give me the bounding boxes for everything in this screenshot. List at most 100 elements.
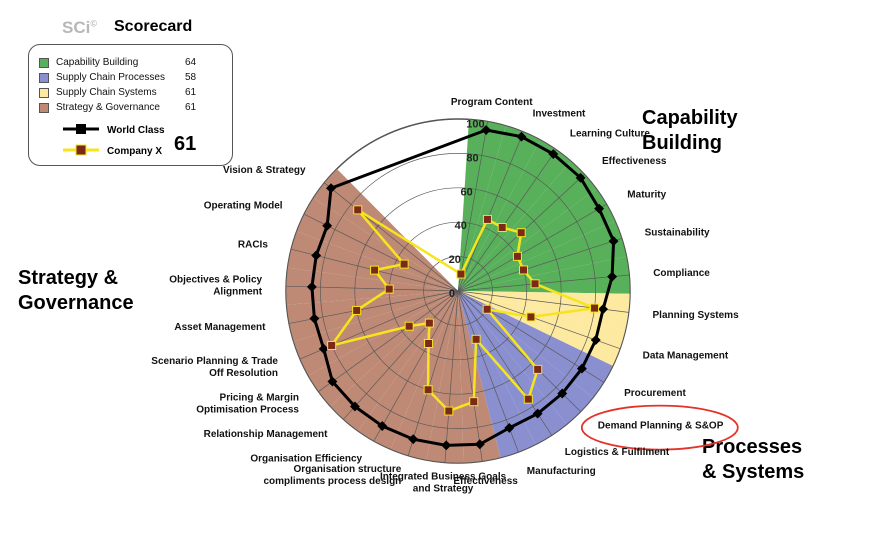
world-class-point-13 — [504, 422, 515, 433]
page-title: Scorecard — [114, 18, 193, 35]
company-x-point-13 — [471, 334, 481, 344]
grid-ring-100 — [285, 118, 631, 464]
axis-label-10: Procurement — [624, 388, 686, 399]
company-x-point-6 — [519, 265, 529, 275]
brand-text: SCi — [62, 18, 91, 37]
legend-key-world-class — [63, 124, 99, 134]
legend-swatch — [39, 103, 49, 113]
world-class-point-22 — [306, 281, 317, 292]
section-line: Strategy & — [18, 267, 119, 289]
section-label-processes: Processes & Systems — [702, 435, 804, 485]
world-class-point-3 — [548, 149, 559, 159]
sector-14 — [458, 291, 501, 463]
spoke-15 — [444, 290, 459, 463]
axis-label-5: Maturity — [627, 189, 666, 200]
world-class-point-14 — [474, 439, 485, 450]
section-label-capability: Capability Building — [642, 106, 738, 156]
sector-1 — [458, 119, 506, 291]
legend-value: 61 — [185, 102, 197, 113]
world-class-point-1 — [481, 125, 492, 135]
legend-label: Strategy & Governance — [56, 102, 160, 113]
company-x-point-23 — [370, 265, 380, 275]
company-x-point-12 — [523, 394, 533, 404]
world-class-line — [310, 128, 616, 447]
sector-10 — [458, 291, 613, 398]
sector-24 — [296, 197, 458, 291]
axis-label-1: Program Content — [451, 97, 533, 108]
world-class-point-21 — [309, 313, 320, 324]
radial-tick-0: 0 — [449, 288, 455, 300]
brand-logo: SCi© — [62, 18, 97, 38]
legend-series-keys — [63, 124, 99, 156]
legend-swatch — [39, 88, 49, 98]
axis-label-2: Investment — [533, 108, 586, 119]
spoke-6 — [457, 238, 622, 292]
sector-22 — [286, 267, 458, 305]
company-x-point-1 — [456, 269, 466, 279]
sector-16 — [390, 291, 458, 461]
world-class-point-9 — [590, 335, 601, 345]
legend-swatch — [39, 58, 49, 68]
axis-label-13: Manufacturing — [527, 466, 596, 477]
section-line: Governance — [18, 292, 134, 314]
company-x-point-24 — [399, 259, 409, 269]
company-x-point-10 — [482, 304, 492, 314]
spoke-7 — [457, 274, 630, 292]
radial-tick-80: 80 — [466, 152, 478, 164]
company-x-point-2 — [482, 214, 492, 224]
company-x-point-16 — [423, 385, 433, 395]
legend-label: Supply Chain Processes — [56, 72, 165, 83]
company-x-point-5 — [512, 251, 522, 261]
world-class-point-24 — [322, 220, 333, 231]
axis-label-8: Planning Systems — [653, 310, 740, 321]
sector-15 — [426, 291, 464, 464]
overall-score: 61 — [174, 133, 197, 155]
company-x-point-3 — [497, 222, 507, 232]
section-label-strategy: Strategy & Governance — [18, 266, 134, 316]
company-x-point-17 — [424, 339, 434, 349]
legend-company-label: Company X — [107, 146, 163, 157]
company-x-point-22 — [384, 284, 394, 294]
world-class-point-19 — [327, 376, 338, 387]
sector-7 — [458, 256, 630, 294]
sector-8 — [458, 291, 630, 331]
legend-swatch — [39, 73, 49, 83]
axis-label-21: Asset Management — [174, 322, 266, 333]
radial-tick-20: 20 — [449, 254, 461, 266]
sector-21 — [286, 291, 458, 342]
axis-label-14: Effectiveness — [453, 476, 518, 487]
world-class-point-6 — [608, 236, 619, 247]
spoke-2 — [457, 131, 524, 292]
world-class-point-20 — [318, 343, 329, 354]
company-x-point-15 — [444, 406, 454, 416]
axis-label-11: Demand Planning & S&OP — [598, 421, 724, 432]
company-x-point-18 — [424, 318, 434, 328]
axis-label-3: Learning Culture — [570, 128, 650, 139]
axis-label-7: Compliance — [653, 268, 710, 279]
world-class-point-18 — [349, 401, 360, 412]
sector-17 — [358, 291, 458, 450]
sector-19 — [308, 291, 458, 407]
axis-label-17: Organisation Efficiency — [250, 454, 362, 465]
company-x-point-9 — [526, 312, 536, 322]
legend-value: 61 — [185, 87, 197, 98]
section-line: Processes — [702, 436, 803, 458]
legend-value: 64 — [185, 57, 197, 68]
world-class-point-10 — [576, 363, 587, 374]
sector-23 — [287, 231, 458, 291]
world-class-point-16 — [408, 434, 419, 445]
radial-tick-100: 100 — [466, 119, 484, 131]
spoke-25 — [324, 182, 459, 292]
axis-label-6: Sustainability — [645, 227, 710, 238]
grid-ring-80 — [320, 153, 596, 429]
spoke-3 — [457, 149, 557, 292]
axis-label-24: Operating Model — [204, 200, 283, 211]
world-class-point-17 — [377, 421, 388, 431]
company-x-point-7 — [530, 279, 540, 289]
legend-value: 58 — [185, 72, 197, 83]
radial-tick-40: 40 — [455, 220, 467, 232]
axis-label-25: Vision & Strategy — [223, 165, 306, 176]
